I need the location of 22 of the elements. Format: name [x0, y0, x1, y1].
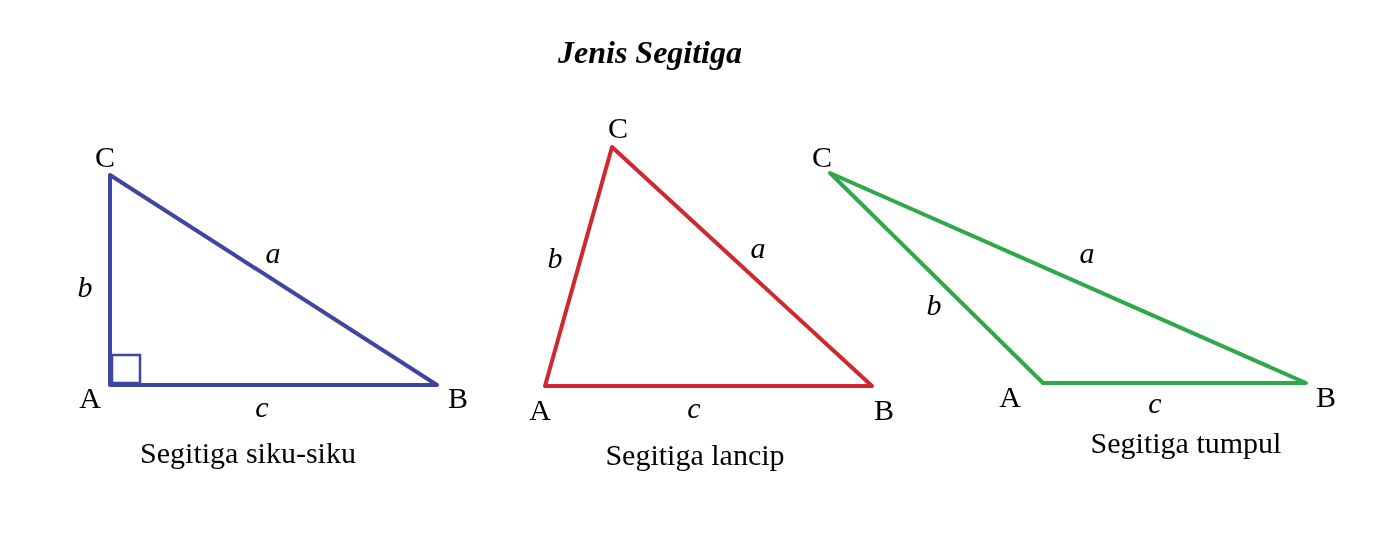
vertex-label: C [812, 142, 832, 172]
triangle-caption: Segitiga siku-siku [140, 438, 356, 468]
vertex-label: B [874, 395, 894, 425]
triangle-caption: Segitiga tumpul [1090, 428, 1282, 458]
vertex-label: A [999, 382, 1021, 412]
side-label: c [255, 392, 269, 422]
vertex-label: C [95, 142, 115, 172]
title: Jenis Segitiga [558, 36, 742, 68]
side-label: b [77, 272, 93, 302]
side-label: b [926, 290, 942, 320]
side-label: a [1079, 238, 1095, 268]
side-label: a [750, 233, 766, 263]
vertex-label: C [608, 113, 628, 143]
vertex-label: B [448, 383, 468, 413]
vertex-label: A [79, 383, 101, 413]
side-label: c [687, 393, 701, 423]
side-label: a [265, 238, 281, 268]
triangle-caption: Segitiga lancip [605, 440, 785, 470]
side-label: c [1148, 388, 1162, 418]
side-label: b [547, 243, 563, 273]
vertex-label: B [1316, 382, 1336, 412]
vertex-label: A [529, 395, 551, 425]
